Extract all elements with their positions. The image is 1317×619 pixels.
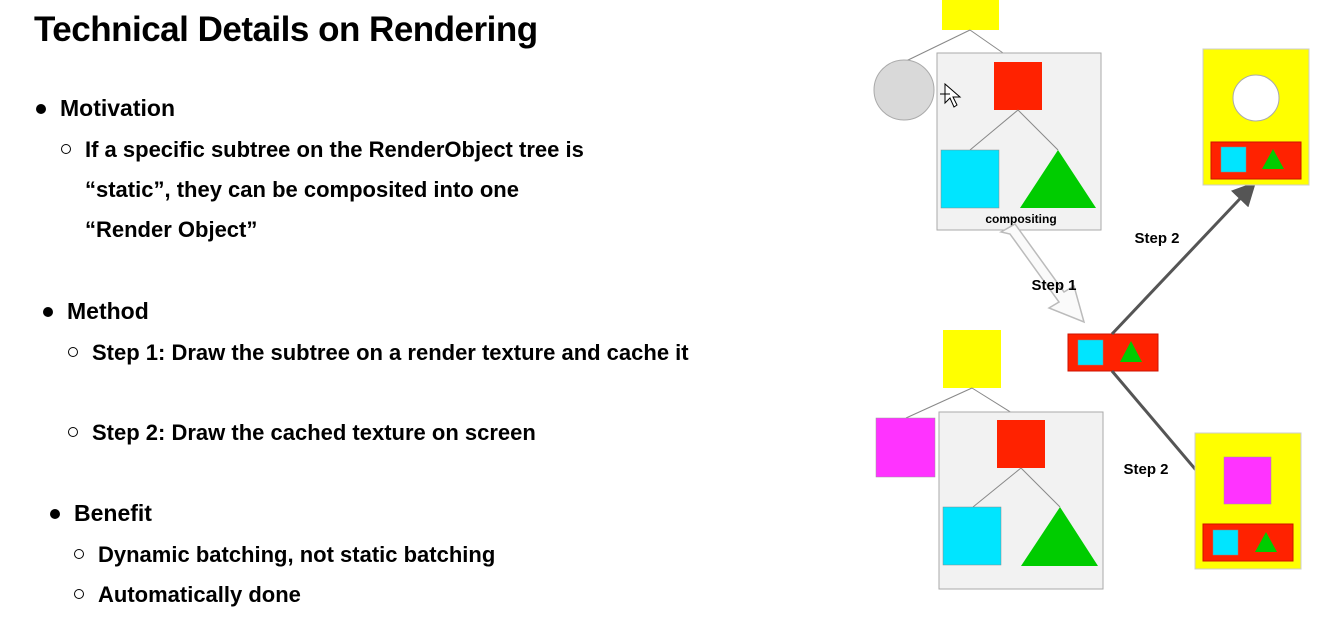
screen-bottom-magenta (1223, 456, 1272, 505)
bottom-tree (875, 330, 1104, 590)
sub-bullet-benefit1-text: Dynamic batching, not static batching (98, 542, 496, 567)
bottom-subtree-green-triangle (1021, 507, 1098, 566)
tree-edge (969, 109, 1019, 151)
screen-top-cyan (1220, 146, 1247, 173)
sub-bullet-step2: Step 2: Draw the cached texture on scree… (68, 413, 742, 453)
tree-edge (972, 467, 1022, 508)
screen-top-triangle (1262, 149, 1284, 169)
sub-bullet-step2-text: Step 2: Draw the cached texture on scree… (92, 420, 536, 445)
top-subtree-cyan-node (940, 149, 1000, 209)
bullet-method-label: Method (67, 298, 149, 324)
screen-bottom (1194, 432, 1302, 570)
top-subtree-green-triangle (1020, 150, 1096, 208)
compositing-label: compositing (985, 212, 1056, 226)
screen-bottom-cyan (1212, 529, 1239, 556)
sub-bullet-ring (68, 427, 78, 437)
sub-bullet-motivation: If a specific subtree on the RenderObjec… (61, 130, 605, 250)
bullet-dot (43, 306, 53, 317)
bullet-benefit: Benefit (50, 500, 152, 527)
step2-label-top: Step 2 (1134, 230, 1179, 247)
sub-bullet-benefit2: Automatically done (74, 575, 698, 615)
bottom-subtree-cyan-node (942, 506, 1002, 566)
top-tree: compositing (873, 0, 1102, 231)
bullet-benefit-label: Benefit (74, 500, 152, 526)
screen-bottom-triangle (1255, 532, 1277, 552)
cached-green-triangle (1120, 341, 1142, 362)
bottom-root-node (943, 330, 1001, 388)
cursor-icon (940, 82, 962, 108)
sub-bullet-step1-text: Step 1: Draw the subtree on a render tex… (92, 340, 689, 365)
cached-cyan-square (1077, 339, 1104, 366)
sub-bullet-ring (61, 144, 71, 154)
cached-texture (1067, 333, 1159, 372)
sub-bullet-step1: Step 1: Draw the subtree on a render tex… (68, 333, 742, 373)
bottom-subtree-red-node (997, 420, 1045, 468)
slide-title: Technical Details on Rendering (34, 10, 538, 49)
sub-bullet-ring (74, 549, 84, 559)
top-subtree-red-node (994, 62, 1042, 110)
step1-label: Step 1 (1031, 277, 1076, 294)
bullet-motivation: Motivation (36, 95, 175, 122)
screen-top-circle (1232, 74, 1280, 122)
screen-top (1202, 48, 1310, 186)
bullet-dot (50, 508, 60, 519)
step2-arrow-top (1110, 181, 1257, 336)
sub-bullet-benefit1: Dynamic batching, not static batching (74, 535, 698, 575)
sub-bullet-benefit2-text: Automatically done (98, 582, 301, 607)
tree-edge (905, 387, 973, 419)
step2-label-bottom: Step 2 (1123, 461, 1168, 478)
step1-arrow (998, 223, 1086, 324)
sub-bullet-ring (74, 589, 84, 599)
top-root-node (942, 0, 999, 30)
sub-bullet-ring (68, 347, 78, 357)
bottom-magenta-node (875, 417, 936, 478)
top-circle-node (873, 59, 935, 121)
bullet-dot (36, 103, 46, 114)
tree-edge (1017, 109, 1059, 151)
tree-edge (1020, 467, 1061, 508)
bullet-motivation-label: Motivation (60, 95, 175, 121)
sub-bullet-motivation-text: If a specific subtree on the RenderObjec… (85, 137, 584, 242)
tree-edge (903, 29, 971, 63)
bullet-method: Method (43, 298, 149, 325)
